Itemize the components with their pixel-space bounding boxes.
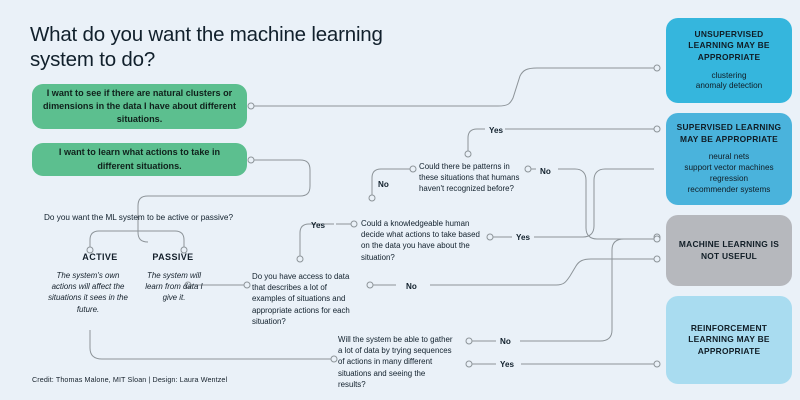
branch-desc-active: The system's own actions will affect the… [48,271,128,314]
start-option-actions[interactable]: I want to learn what actions to take in … [32,143,247,176]
start-option-actions-label: I want to learn what actions to take in … [58,147,221,171]
outcome-card-supervised[interactable]: SUPERVISED LEARNING MAY BE APPROPRIATE n… [666,113,792,205]
question-gather-data: Will the system be able to gather a lot … [338,335,453,389]
outcome-card-not-useful[interactable]: MACHINE LEARNING IS NOT USEFUL [666,215,792,286]
outcome-card-reinforcement[interactable]: REINFORCEMENT LEARNING MAY BE APPROPRIAT… [666,296,792,384]
edge-label-patterns-no: No [540,167,551,176]
question-hidden-patterns: Could there be patterns in these situati… [419,162,520,194]
page-title: What do you want the machine learning sy… [30,23,383,71]
edge-label-patterns-yes: Yes [489,126,503,135]
branch-desc-passive: The system will learn from data I give i… [145,271,203,303]
branch-label-active: ACTIVE [82,252,118,262]
outcome-heading-supervised: SUPERVISED LEARNING MAY BE APPROPRIATE [676,122,782,144]
start-option-clusters[interactable]: I want to see if there are natural clust… [32,84,247,129]
edge-label-knowledge-no: No [378,180,389,189]
question-knowledgeable-human: Could a knowledgeable human decide what … [361,219,480,262]
edge-label-access-yes: Yes [311,221,325,230]
edge-label-gather-yes: Yes [500,360,514,369]
credit-line: Credit: Thomas Malone, MIT Sloan | Desig… [32,375,228,384]
edge-label-gather-no: No [500,337,511,346]
edge-label-access-no: No [406,282,417,291]
question-active-or-passive: Do you want the ML system to be active o… [44,213,234,222]
outcome-heading-unsupervised: UNSUPERVISED LEARNING MAY BE APPROPRIATE [688,28,770,62]
outcome-heading-not-useful: MACHINE LEARNING IS NOT USEFUL [678,238,780,261]
start-option-clusters-label: I want to see if there are natural clust… [42,87,237,125]
outcome-card-unsupervised[interactable]: UNSUPERVISED LEARNING MAY BE APPROPRIATE… [666,18,792,103]
branch-label-passive: PASSIVE [152,252,194,262]
question-data-access: Do you have access to data that describe… [252,272,350,326]
edge-label-knowledge-yes: Yes [516,233,530,242]
outcome-heading-reinforcement: REINFORCEMENT LEARNING MAY BE APPROPRIAT… [688,322,770,356]
